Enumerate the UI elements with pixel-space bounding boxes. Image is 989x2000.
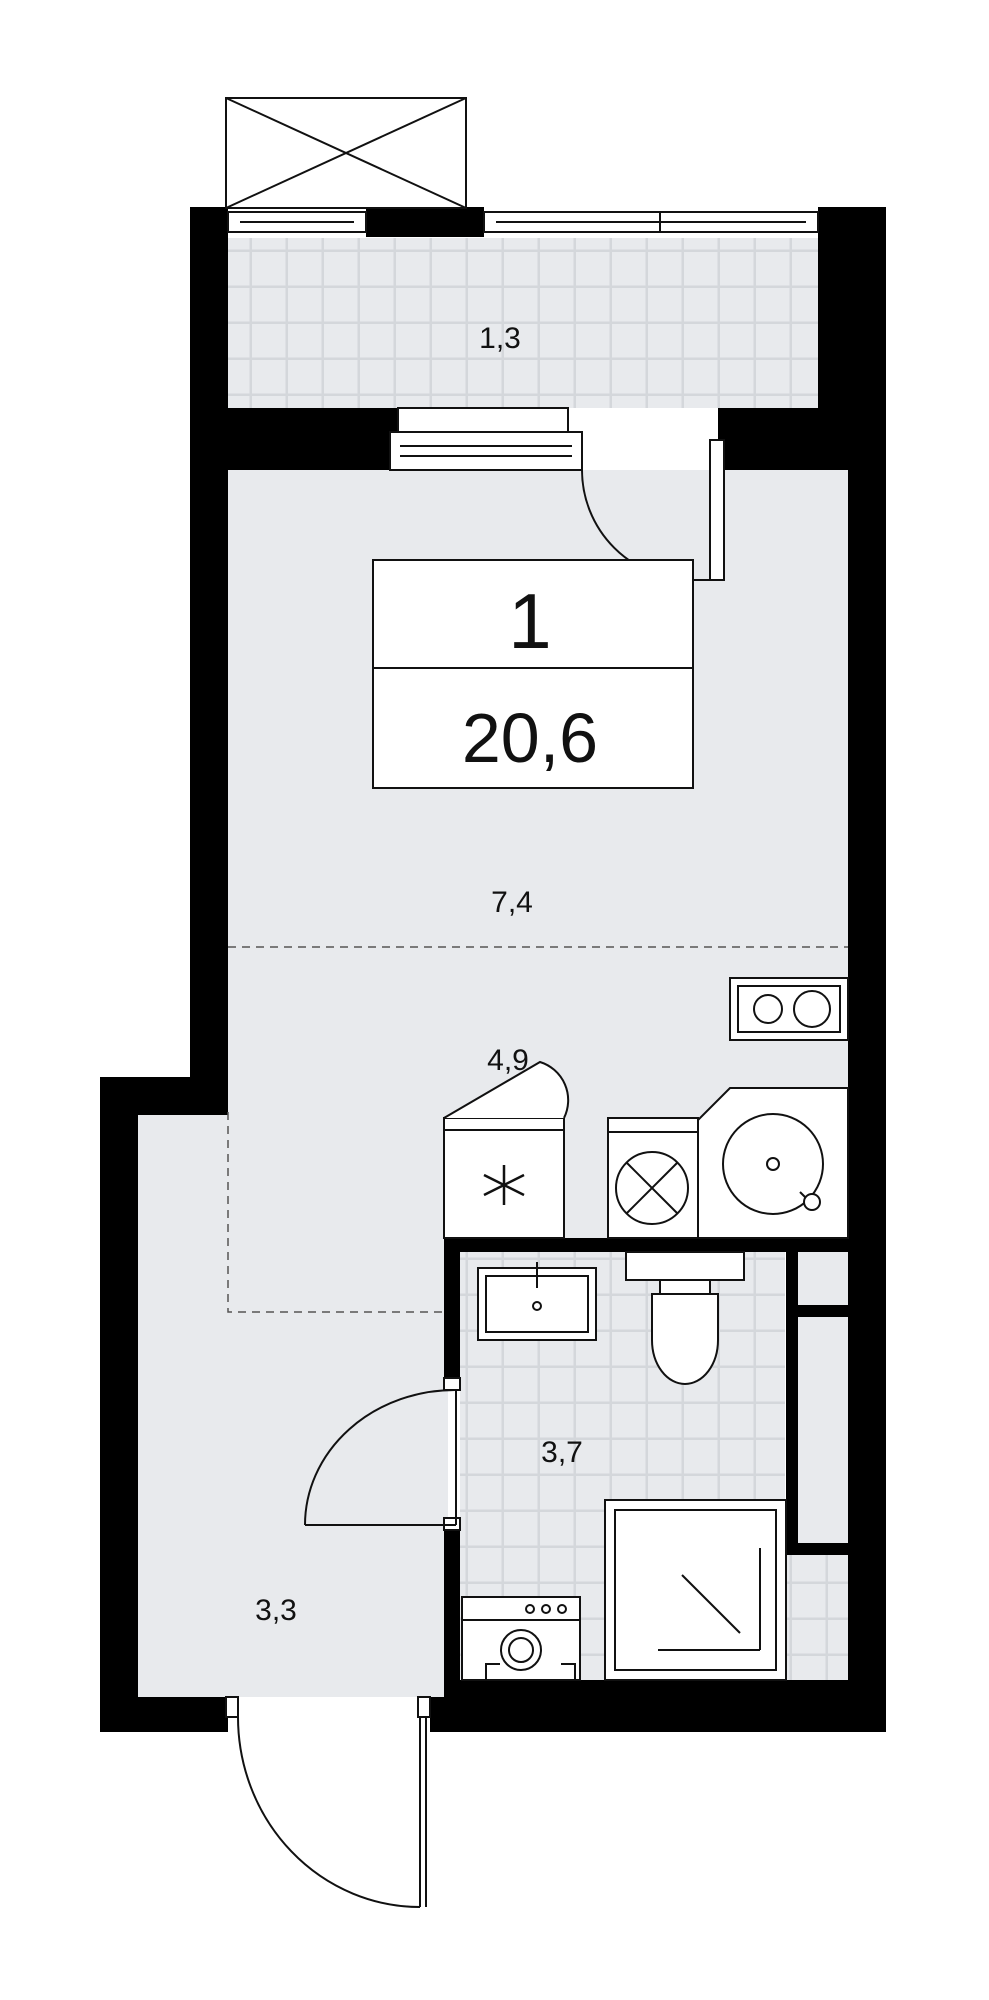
closet-tile-floor <box>786 1555 848 1680</box>
wall-balcony-inner-left <box>228 408 398 470</box>
shower-icon <box>604 1499 787 1681</box>
wall-closet-divider <box>786 1250 798 1555</box>
wall-bottom-left <box>100 1697 228 1732</box>
living-zone-area: 7,4 <box>491 886 533 919</box>
wall-left-lower <box>100 1077 138 1732</box>
fridge-icon <box>443 1060 570 1239</box>
bathroom-sink-icon <box>477 1262 597 1341</box>
wall-balcony-inner-right <box>718 408 848 470</box>
dishwasher-icon <box>607 1117 699 1239</box>
zone-dividers <box>227 946 848 1313</box>
bathroom-door <box>304 1377 461 1531</box>
wall-closet-shelf-2 <box>786 1543 848 1555</box>
door-icon <box>225 1696 431 1908</box>
wall-left-upper <box>190 207 228 1077</box>
apartment-label-box: 1 20,6 <box>372 559 694 789</box>
wall-top-mid <box>366 207 484 237</box>
hob-icon <box>729 977 849 1041</box>
window-icon <box>225 97 819 233</box>
wall-bottom-right <box>430 1697 886 1732</box>
wall-bath-bottom <box>444 1680 848 1697</box>
balcony-area: 1,3 <box>479 322 521 355</box>
wall-right-outer <box>848 207 886 1732</box>
wall-bath-top <box>444 1238 848 1252</box>
washing-machine-icon <box>461 1596 581 1681</box>
walls <box>100 207 886 1732</box>
balcony-floor <box>228 238 818 408</box>
wall-bath-left-lower <box>444 1530 460 1710</box>
wall-bath-left-upper <box>444 1238 460 1378</box>
toilet-icon <box>625 1251 745 1385</box>
bathroom-area: 3,7 <box>541 1436 583 1469</box>
balcony-door <box>389 407 725 581</box>
rooms-count: 1 <box>508 577 551 665</box>
hallway-area: 3,3 <box>255 1594 297 1627</box>
sink-icon <box>697 1087 849 1239</box>
total-area: 20,6 <box>462 699 598 777</box>
hallway-floor <box>138 1112 448 1697</box>
wall-closet-shelf-1 <box>786 1305 848 1317</box>
